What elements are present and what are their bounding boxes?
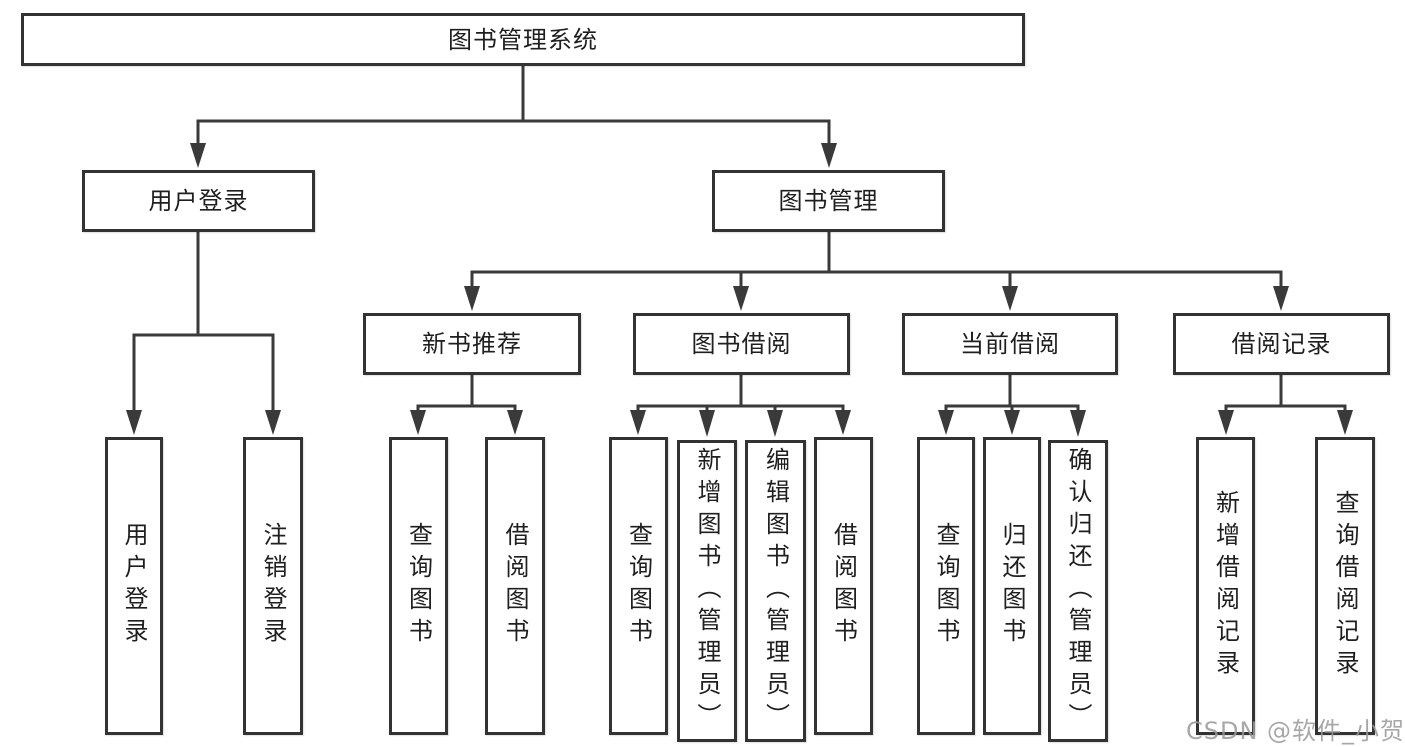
- leaf-borrow-books-recommend: 借阅图书: [485, 437, 545, 735]
- csdn-watermark: CSDN @软件_小贺同学: [1186, 717, 1405, 745]
- node-root-library-management-system: 图书管理系统: [21, 13, 1025, 66]
- node-label: 图书借阅: [691, 330, 792, 358]
- leaf-add-borrow-record: 新增借阅记录: [1196, 437, 1255, 735]
- node-label: 编辑图书（管理员）: [761, 447, 790, 735]
- node-label: 查询图书: [624, 522, 653, 650]
- node-label: 图书管理系统: [448, 25, 598, 54]
- node-label: 查询图书: [404, 522, 433, 650]
- node-label: 新书推荐: [422, 330, 522, 358]
- node-label: 新增借阅记录: [1211, 490, 1240, 682]
- node-book-management: 图书管理: [712, 170, 945, 232]
- leaf-borrow-books: 借阅图书: [814, 437, 873, 735]
- node-label: 注销登录: [259, 522, 287, 650]
- leaf-edit-books-admin: 编辑图书（管理员）: [745, 440, 806, 742]
- node-label: 用户登录: [120, 522, 148, 650]
- leaf-query-books-recommend: 查询图书: [389, 437, 448, 735]
- node-label: 新增图书（管理员）: [693, 447, 721, 735]
- leaf-query-books-current: 查询图书: [917, 437, 975, 735]
- node-label: 归还图书: [998, 522, 1026, 650]
- leaf-add-books-admin: 新增图书（管理员）: [677, 440, 737, 742]
- leaf-user-login: 用户登录: [105, 437, 163, 735]
- node-borrowing-records: 借阅记录: [1173, 313, 1390, 375]
- node-label: 图书管理: [778, 187, 879, 215]
- node-label: 查询借阅记录: [1331, 490, 1359, 682]
- node-new-book-recommendation: 新书推荐: [363, 313, 581, 375]
- leaf-logout: 注销登录: [243, 437, 303, 735]
- node-label: 用户登录: [148, 187, 249, 215]
- node-label: 借阅图书: [501, 522, 529, 650]
- node-label: 确认归还（管理员）: [1064, 447, 1092, 735]
- node-label: 借阅记录: [1231, 330, 1332, 358]
- node-label: 当前借阅: [960, 330, 1060, 358]
- node-label: 查询图书: [932, 522, 960, 650]
- node-book-borrowing: 图书借阅: [633, 313, 850, 375]
- leaf-query-borrow-record: 查询借阅记录: [1315, 437, 1375, 735]
- leaf-confirm-return-admin: 确认归还（管理员）: [1048, 440, 1108, 742]
- leaf-return-books: 归还图书: [983, 437, 1041, 735]
- leaf-query-books-borrow: 查询图书: [609, 437, 668, 735]
- node-label: 借阅图书: [829, 522, 858, 650]
- node-current-borrowing: 当前借阅: [902, 313, 1118, 375]
- node-user-login: 用户登录: [82, 170, 315, 232]
